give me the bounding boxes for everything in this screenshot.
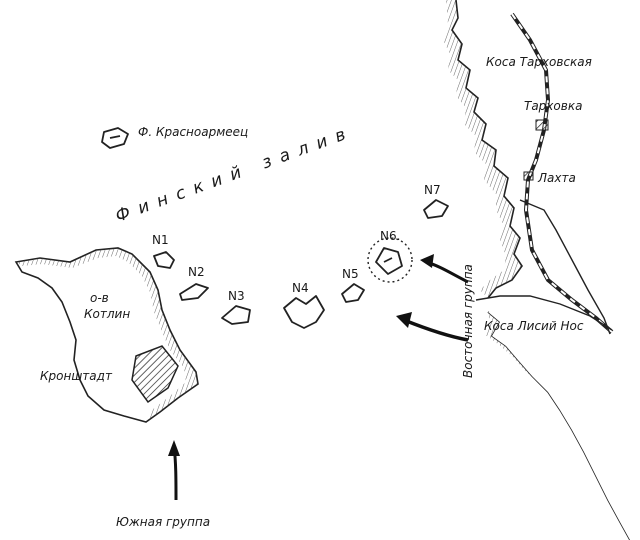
fort-n5-icon: [341, 283, 365, 303]
fort-n3-label: N3: [228, 289, 245, 303]
south-shore: [484, 311, 640, 540]
attack-arrows: [168, 254, 469, 501]
lakhta-label: Лахта: [537, 171, 576, 185]
east-group-label: Восточная группа: [461, 264, 475, 378]
south-group-label: Южная группа: [116, 515, 210, 529]
tarkhovka-label: Тарховка: [524, 99, 582, 113]
fort-n6-ring-icon: [367, 237, 413, 283]
kotlin-island: [14, 247, 199, 423]
fort-n5-label: N5: [342, 267, 359, 281]
east-arrow-lower-icon: [403, 318, 469, 342]
fort-n7-icon: [423, 199, 449, 219]
fort-krasnoarmeets-icon: [101, 127, 129, 149]
fort-n7-label: N7: [424, 183, 441, 197]
fort-krasnoarmeets-label: Ф. Красноармеец: [138, 125, 248, 139]
fort-n1-label: N1: [152, 233, 169, 247]
fort-n4-icon: [283, 295, 325, 329]
fort-n4-label: N4: [292, 281, 309, 295]
fort-n2-label: N2: [188, 265, 205, 279]
fort-n1-icon: [153, 251, 175, 269]
kronshtadt-label: Кронштадт: [40, 369, 113, 383]
kosa-lisiy-nos-label: Коса Лисий Нос: [484, 319, 584, 333]
kosa-tarkhovskaya-label: Коса Тарховская: [486, 55, 592, 69]
fort-n3-icon: [221, 305, 251, 325]
fort-n6-label: N6.: [380, 229, 400, 243]
fort-n2-icon: [179, 283, 209, 301]
railway: [475, 12, 614, 335]
island-label-line1: о-в: [90, 291, 109, 305]
fort-n6-icon: [375, 247, 403, 275]
island-label-line2: Котлин: [84, 307, 130, 321]
map-labels: Финский залив Ф. Красноармеец Коса Тархо…: [40, 55, 592, 529]
forts: [101, 127, 449, 329]
north-shore: [444, 0, 523, 299]
